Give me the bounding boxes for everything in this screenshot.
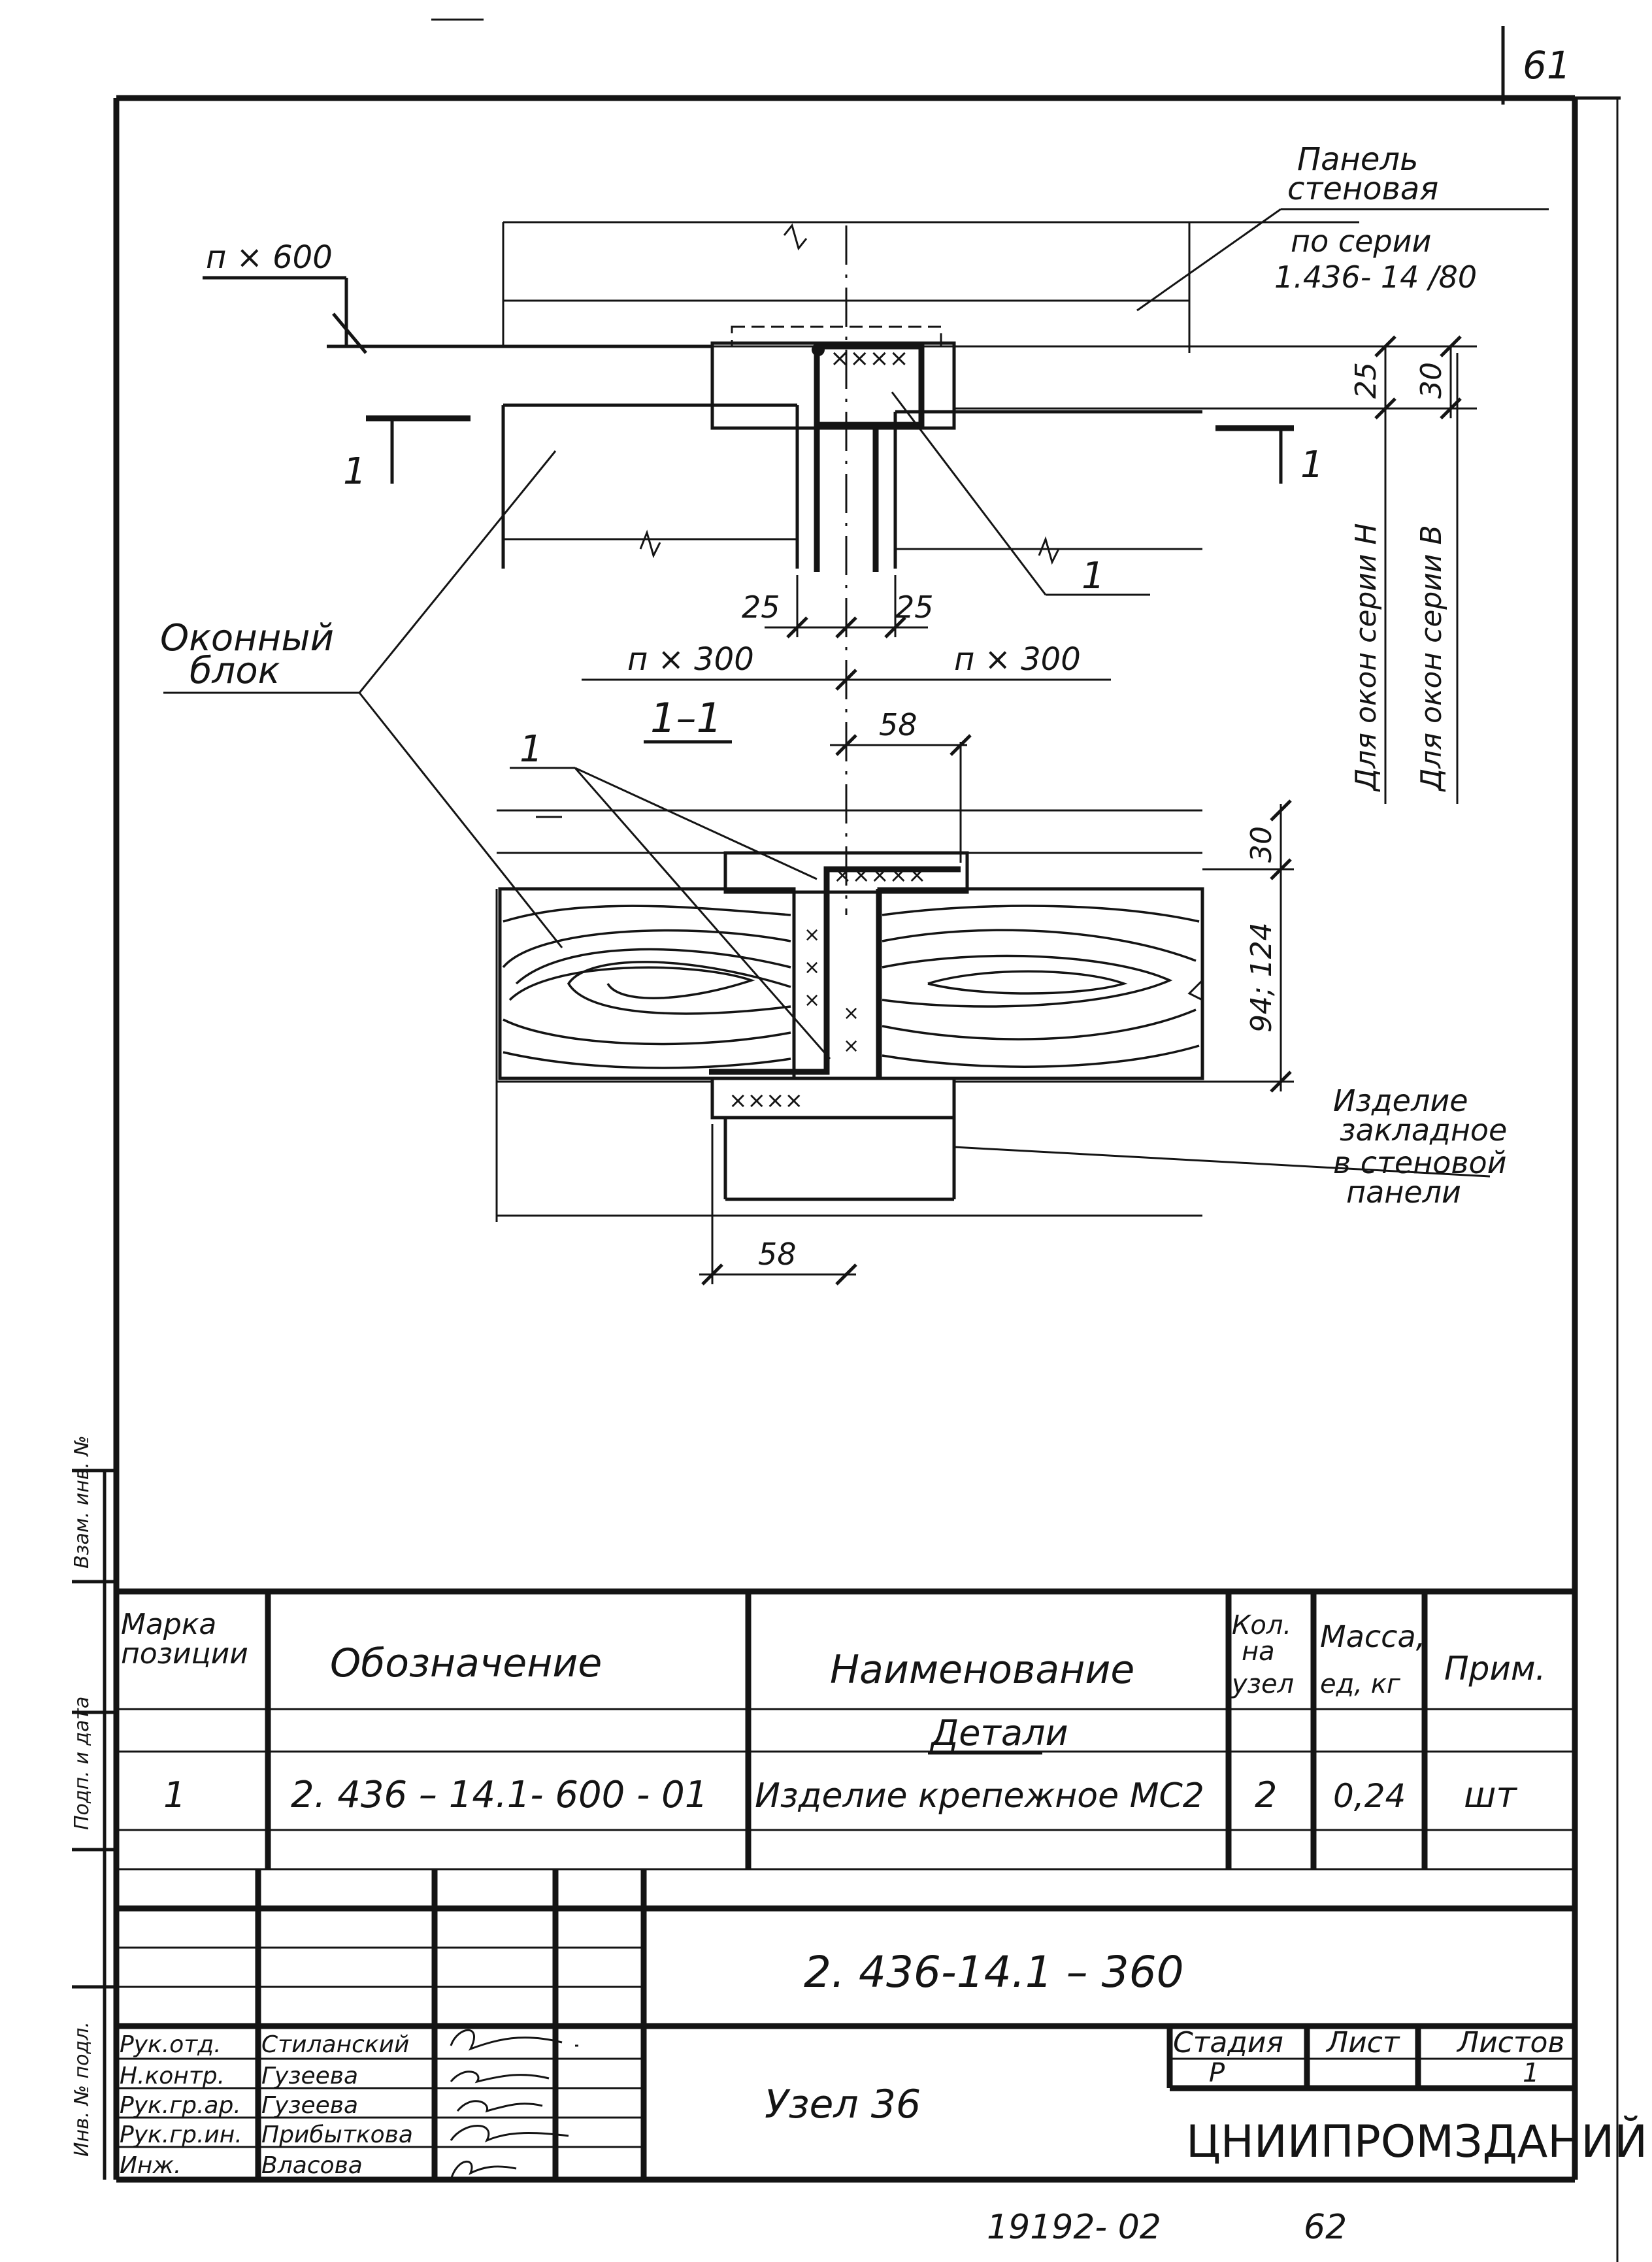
role-3: Рук.гр.ар. (120, 2092, 241, 2119)
dim-30-vertical: 30 (1415, 362, 1448, 399)
dim-30-section: 30 (1245, 826, 1278, 863)
sheets-label: Листов (1456, 2026, 1564, 2059)
section-mark-right: 1 (1300, 444, 1324, 486)
window-label-line1: Оконный (160, 617, 334, 659)
panel-label-line3: по серии (1291, 224, 1431, 259)
dim-25-left: 25 (742, 590, 780, 625)
section-mark-left: 1 (343, 450, 367, 493)
header-qty-line2: на (1242, 1637, 1275, 1667)
spec-table: Марка позиции Обозначение Наименование К… (116, 1588, 1575, 1871)
sheet-frame (72, 95, 1619, 2262)
dim-94-124: 94; 124 (1245, 922, 1278, 1033)
weld-marks-plan: ×××× (830, 345, 909, 372)
sheets-value: 1 (1523, 2058, 1539, 2088)
role-1: Рук.отд. (120, 2031, 222, 2058)
header-qty-line1: Кол. (1232, 1610, 1291, 1640)
drawing-title: Узел 36 (765, 2082, 921, 2127)
section-header-details: Детали (930, 1712, 1068, 1754)
row-mark: 1 (163, 1774, 186, 1816)
window-block-callout: Оконный блок (160, 450, 563, 948)
header-mark-line2: позиции (121, 1637, 248, 1671)
leader-position-1: 1 (1082, 555, 1105, 597)
panel-label-line2: стеновая (1287, 171, 1438, 207)
section-title: 1–1 (650, 694, 722, 742)
role-4: Рук.гр.ин. (120, 2121, 242, 2148)
row-designation: 2. 436 – 14.1- 600 - 01 (291, 1774, 708, 1816)
weld-marks-bottom: ×××× (729, 1088, 803, 1114)
margin-label-sign: Подп. и дата (71, 1697, 93, 1830)
margin-label-inv: Инв. № подл. (71, 2021, 93, 2157)
panel-label-line1: Панель (1297, 141, 1418, 178)
header-mass-line1: Масса, (1320, 1619, 1425, 1654)
row-qty: 2 (1255, 1774, 1277, 1816)
embedded-label-line1: Изделие (1333, 1083, 1468, 1118)
svg-text:×: × (843, 1035, 859, 1057)
svg-text:×: × (804, 956, 820, 979)
name-5: Власова (261, 2152, 363, 2179)
title-block: 2. 436-14.1 – 360 Узел 36 Стадия Лист Ли… (116, 1869, 1647, 2180)
dim-58-top: 58 (879, 707, 917, 742)
page-number-box: 61 (1501, 26, 1621, 105)
plan-view: п × 600 ×××× 1 1 Панель стеновая по (203, 141, 1549, 915)
embedded-label-line3: в стеновой (1333, 1145, 1507, 1180)
window-label-line2: блок (190, 650, 280, 692)
role-2: Н.контр. (120, 2063, 225, 2089)
dim-25-right: 25 (895, 590, 934, 625)
weld-marks-z: × (804, 923, 820, 946)
name-1: Стиланский (261, 2031, 409, 2058)
margin-label-replace: Взам. инв. № (71, 1435, 93, 1569)
dim-n600: п × 600 (206, 239, 333, 276)
svg-text:×: × (843, 1002, 859, 1025)
weld-marks-top: ××××× (833, 862, 926, 888)
embedded-label-line2: закладное (1340, 1112, 1507, 1148)
header-mark-line1: Марка (121, 1608, 216, 1641)
header-designation: Обозначение (330, 1640, 602, 1686)
dim-25-vertical: 25 (1349, 362, 1383, 399)
name-4: Прибыткова (261, 2121, 413, 2148)
row-name: Изделие крепежное МС2 (755, 1776, 1204, 1816)
name-3: Гузеева (261, 2092, 358, 2119)
header-qty-line3: узел (1231, 1669, 1294, 1699)
header-name: Наименование (830, 1647, 1134, 1693)
dim-58-bottom: 58 (758, 1237, 797, 1272)
name-2: Гузеева (261, 2063, 358, 2089)
table-row: 1 2. 436 – 14.1- 600 - 01 Изделие крепеж… (163, 1774, 1517, 1816)
footer-number: 19192- 02 (987, 2208, 1161, 2247)
organization-name: ЦНИИПРОМЗДАНИЙ (1186, 2116, 1647, 2168)
dim-n300-left: п × 300 (627, 641, 754, 678)
svg-text:×: × (804, 989, 820, 1012)
row-mass: 0,24 (1333, 1777, 1406, 1815)
stage-value: Р (1209, 2058, 1225, 2088)
header-note: Прим. (1444, 1650, 1545, 1688)
role-5: Инж. (120, 2152, 181, 2179)
page-number: 61 (1523, 43, 1571, 88)
signatures (450, 2029, 578, 2180)
footer-page: 62 (1304, 2208, 1347, 2247)
section-view: 58 ××××× × × × × × (495, 707, 1507, 1286)
stage-label: Стадия (1173, 2026, 1283, 2059)
embedded-label-line4: панели (1346, 1174, 1461, 1210)
header-mass-line2: ед, кг (1320, 1669, 1401, 1699)
leader-position-1-section: 1 (520, 728, 543, 771)
panel-label-line4: 1.436- 14 /80 (1274, 259, 1477, 295)
sheet-label: Лист (1325, 2026, 1400, 2059)
row-note: шт (1464, 1774, 1517, 1816)
note-windows-b: Для окон серии В (1415, 525, 1448, 792)
note-windows-h: Для окон серии Н (1349, 523, 1383, 792)
dim-n300-right: п × 300 (954, 641, 1081, 678)
doc-code: 2. 436-14.1 – 360 (804, 1947, 1184, 1997)
